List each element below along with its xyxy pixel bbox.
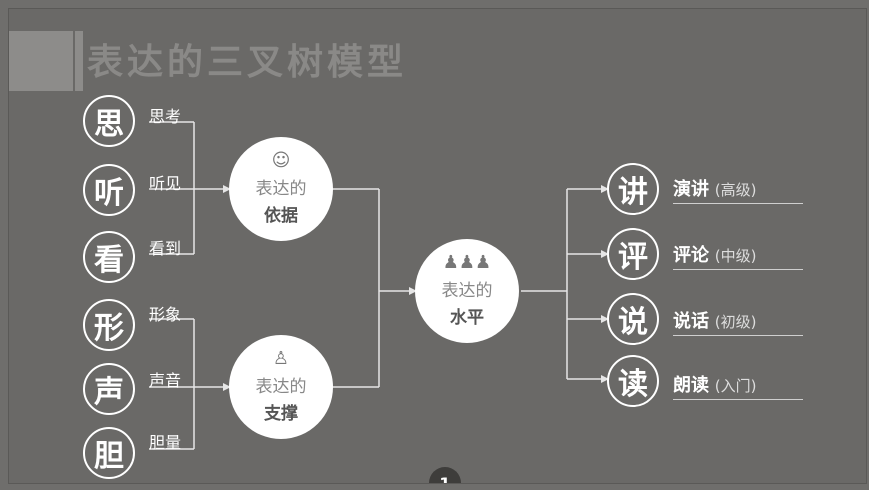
image-label: 形象 bbox=[149, 305, 182, 324]
comment-main: 评论 bbox=[673, 245, 709, 266]
head-icon: ☺ bbox=[271, 150, 291, 171]
node-support: ♙ 表达的 支撑 bbox=[229, 335, 333, 439]
title-decor-bar bbox=[75, 31, 83, 91]
think-circle: 思 bbox=[83, 95, 135, 147]
comment-label: 评论 (中级) bbox=[673, 241, 756, 267]
read-underline bbox=[673, 399, 803, 400]
listen-label: 听见 bbox=[149, 174, 182, 193]
slide: 表达的三叉树模型 bbox=[8, 8, 867, 484]
node-support-line1: 表达的 bbox=[255, 377, 307, 397]
speech-label: 演讲 (高级) bbox=[673, 175, 756, 201]
speech-level: (高级) bbox=[714, 181, 757, 199]
voice-circle: 声 bbox=[83, 363, 135, 415]
courage-label: 胆量 bbox=[149, 433, 182, 452]
audience-icon: ♟♟♟ bbox=[442, 252, 492, 273]
courage-circle: 胆 bbox=[83, 427, 135, 479]
page-number: 1 bbox=[429, 467, 461, 483]
voice-label: 声音 bbox=[149, 371, 182, 390]
node-support-line2: 支撑 bbox=[264, 404, 298, 424]
talk-main: 说话 bbox=[673, 311, 709, 332]
talk-level: (初级) bbox=[714, 313, 757, 331]
title-decor-block bbox=[9, 31, 73, 91]
node-basis-line1: 表达的 bbox=[255, 179, 307, 199]
node-basis: ☺ 表达的 依据 bbox=[229, 137, 333, 241]
node-level-line2: 水平 bbox=[450, 308, 484, 328]
podium-icon: ♙ bbox=[272, 348, 290, 369]
slide-title: 表达的三叉树模型 bbox=[87, 42, 408, 83]
read-main: 朗读 bbox=[673, 375, 709, 396]
read-circle: 读 bbox=[607, 355, 659, 407]
connector-lines bbox=[149, 121, 609, 450]
read-level: (入门) bbox=[714, 377, 757, 395]
node-level: ♟♟♟ 表达的 水平 bbox=[415, 239, 519, 343]
read-label: 朗读 (入门) bbox=[673, 371, 756, 397]
comment-level: (中级) bbox=[714, 247, 757, 265]
see-circle: 看 bbox=[83, 231, 135, 283]
node-level-line1: 表达的 bbox=[441, 281, 493, 301]
comment-circle: 评 bbox=[607, 228, 659, 280]
talk-circle: 说 bbox=[607, 293, 659, 345]
think-label: 思考 bbox=[149, 107, 182, 126]
speech-underline bbox=[673, 203, 803, 204]
talk-underline bbox=[673, 335, 803, 336]
speech-main: 演讲 bbox=[673, 179, 709, 200]
node-basis-line2: 依据 bbox=[264, 206, 298, 226]
comment-underline bbox=[673, 269, 803, 270]
see-label: 看到 bbox=[149, 239, 182, 258]
talk-label: 说话 (初级) bbox=[673, 307, 756, 333]
listen-circle: 听 bbox=[83, 164, 135, 216]
speech-circle: 讲 bbox=[607, 163, 659, 215]
image-circle: 形 bbox=[83, 299, 135, 351]
